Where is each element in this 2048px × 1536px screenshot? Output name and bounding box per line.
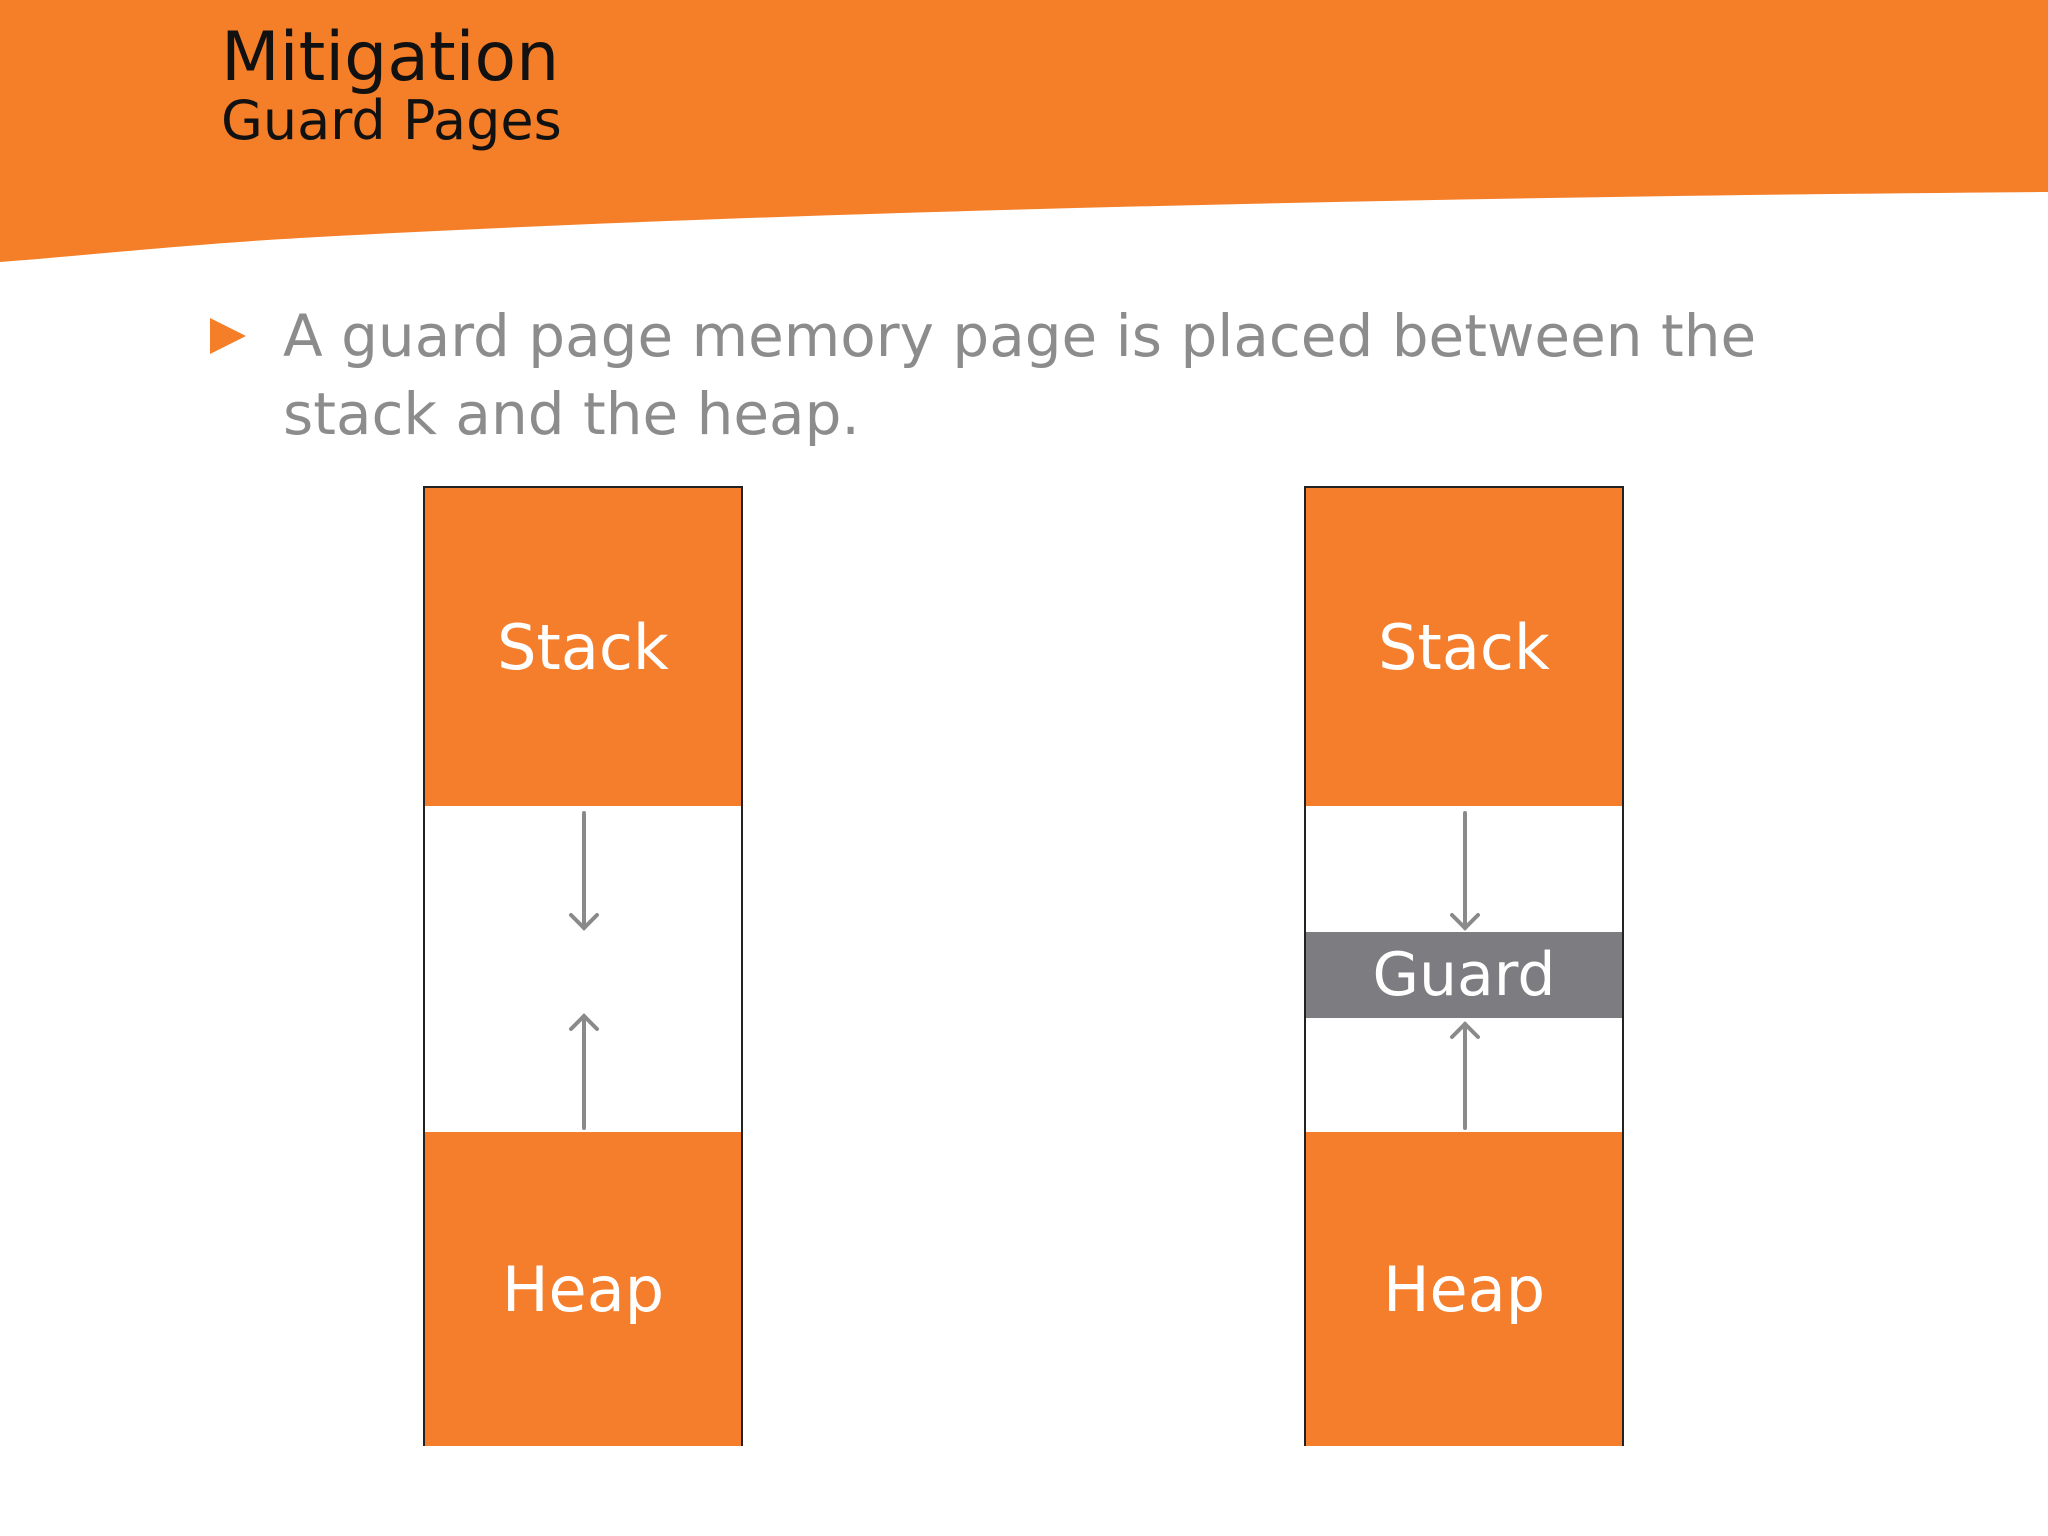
heap-region: Heap xyxy=(1306,1132,1622,1446)
heap-label: Heap xyxy=(1382,1252,1546,1326)
bullet-text: A guard page memory page is placed betwe… xyxy=(283,302,1757,448)
growth-arrows xyxy=(569,811,599,1130)
heap-growth-arrowhead xyxy=(1450,1021,1480,1039)
guard-page-region: Guard xyxy=(1306,932,1622,1018)
guard-label: Guard xyxy=(1372,940,1556,1010)
stack-region: Stack xyxy=(425,488,741,806)
stack-growth-arrowhead xyxy=(1450,913,1480,931)
stack-growth-arrowhead xyxy=(569,913,599,931)
bullet-arrow-icon xyxy=(210,318,246,354)
memory-layout-without-guard: Stack Heap xyxy=(423,486,743,1446)
heap-growth-arrowhead xyxy=(569,1013,599,1031)
stack-region: Stack xyxy=(1306,488,1622,806)
header-banner xyxy=(0,0,2048,262)
stack-label: Stack xyxy=(1378,610,1550,684)
heap-region: Heap xyxy=(425,1132,741,1446)
memory-layout-with-guard: Stack Guard Heap xyxy=(1304,486,1624,1446)
stack-label: Stack xyxy=(497,610,669,684)
page-subtitle: Guard Pages xyxy=(221,89,562,152)
heap-label: Heap xyxy=(501,1252,665,1326)
page-title: Mitigation xyxy=(221,18,560,97)
growth-arrows xyxy=(1450,811,1480,1130)
